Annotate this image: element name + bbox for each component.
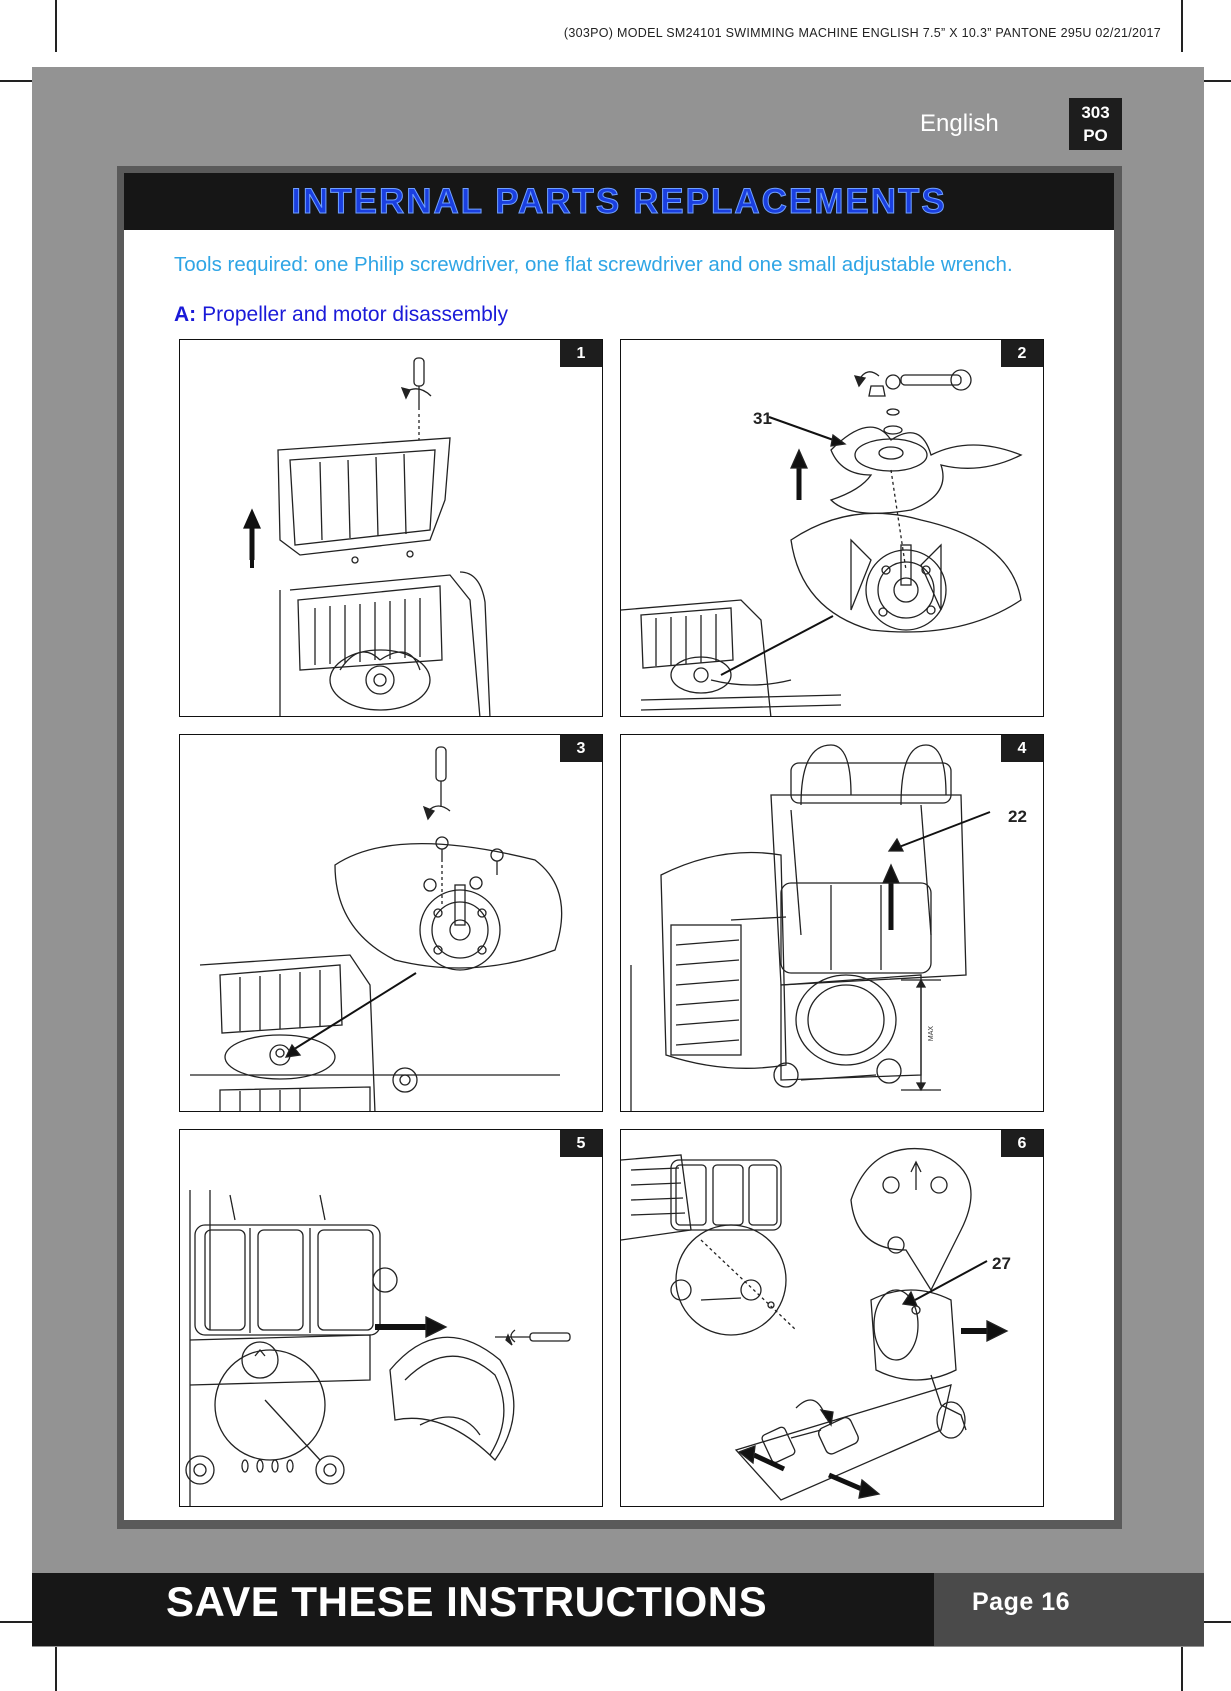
callout-22: 22 xyxy=(1008,807,1027,826)
crop-mark xyxy=(55,0,57,52)
footer-bar xyxy=(32,1573,934,1646)
figure-1: 1 xyxy=(179,339,603,717)
crop-mark xyxy=(55,1640,57,1691)
figure-5-illustration xyxy=(185,1190,571,1506)
crop-mark xyxy=(1181,1640,1183,1691)
crop-mark xyxy=(1181,0,1183,52)
figure-number: 6 xyxy=(1001,1130,1043,1157)
figure-4: 4 22 MAX xyxy=(620,734,1044,1112)
figure-number: 5 xyxy=(560,1130,602,1157)
crop-mark xyxy=(1186,1621,1231,1623)
language-label: English xyxy=(920,110,999,137)
figure-6: 6 27 xyxy=(620,1129,1044,1507)
section-title: INTERNAL PARTS REPLACEMENTS xyxy=(291,181,947,221)
subsection-letter: A: xyxy=(174,303,197,326)
save-instructions-text: SAVE THESE INSTRUCTIONS xyxy=(166,1578,768,1625)
callout-31: 31 xyxy=(753,409,772,428)
code-badge-line1: 303 xyxy=(1081,103,1110,122)
figure-3: 3 xyxy=(179,734,603,1112)
footer-page-box xyxy=(934,1573,1204,1646)
figure-number: 1 xyxy=(560,340,602,367)
callout-27: 27 xyxy=(992,1254,1011,1273)
crop-mark xyxy=(0,80,55,82)
figure-2: 2 31 xyxy=(620,339,1044,717)
max-scale-label: MAX xyxy=(928,1025,936,1042)
figure-number: 4 xyxy=(1001,735,1043,762)
figure-6-illustration xyxy=(621,1148,1009,1501)
figure-5: 5 xyxy=(179,1129,603,1507)
page-number: Page 16 xyxy=(972,1588,1071,1616)
figure-3-illustration xyxy=(190,746,563,1111)
figure-number: 3 xyxy=(560,735,602,762)
figure-1-illustration xyxy=(242,357,491,716)
figure-2-illustration xyxy=(621,369,1023,716)
crop-mark xyxy=(0,1621,55,1623)
code-badge-line2: PO xyxy=(1083,126,1108,145)
code-badge: 303 PO xyxy=(1069,98,1122,150)
figure-4-illustration xyxy=(630,744,991,1111)
tools-required-text: Tools required: one Philip screwdriver, … xyxy=(174,253,1013,276)
crop-mark xyxy=(1186,80,1231,82)
section-title-bar: INTERNAL PARTS REPLACEMENTS xyxy=(124,173,1114,230)
subsection-title: Propeller and motor disassembly xyxy=(202,303,508,326)
print-info: (303PO) MODEL SM24101 SWIMMING MACHINE E… xyxy=(563,26,1161,40)
figure-number: 2 xyxy=(1001,340,1043,367)
subsection-heading: A:Propeller and motor disassembly xyxy=(174,303,508,327)
